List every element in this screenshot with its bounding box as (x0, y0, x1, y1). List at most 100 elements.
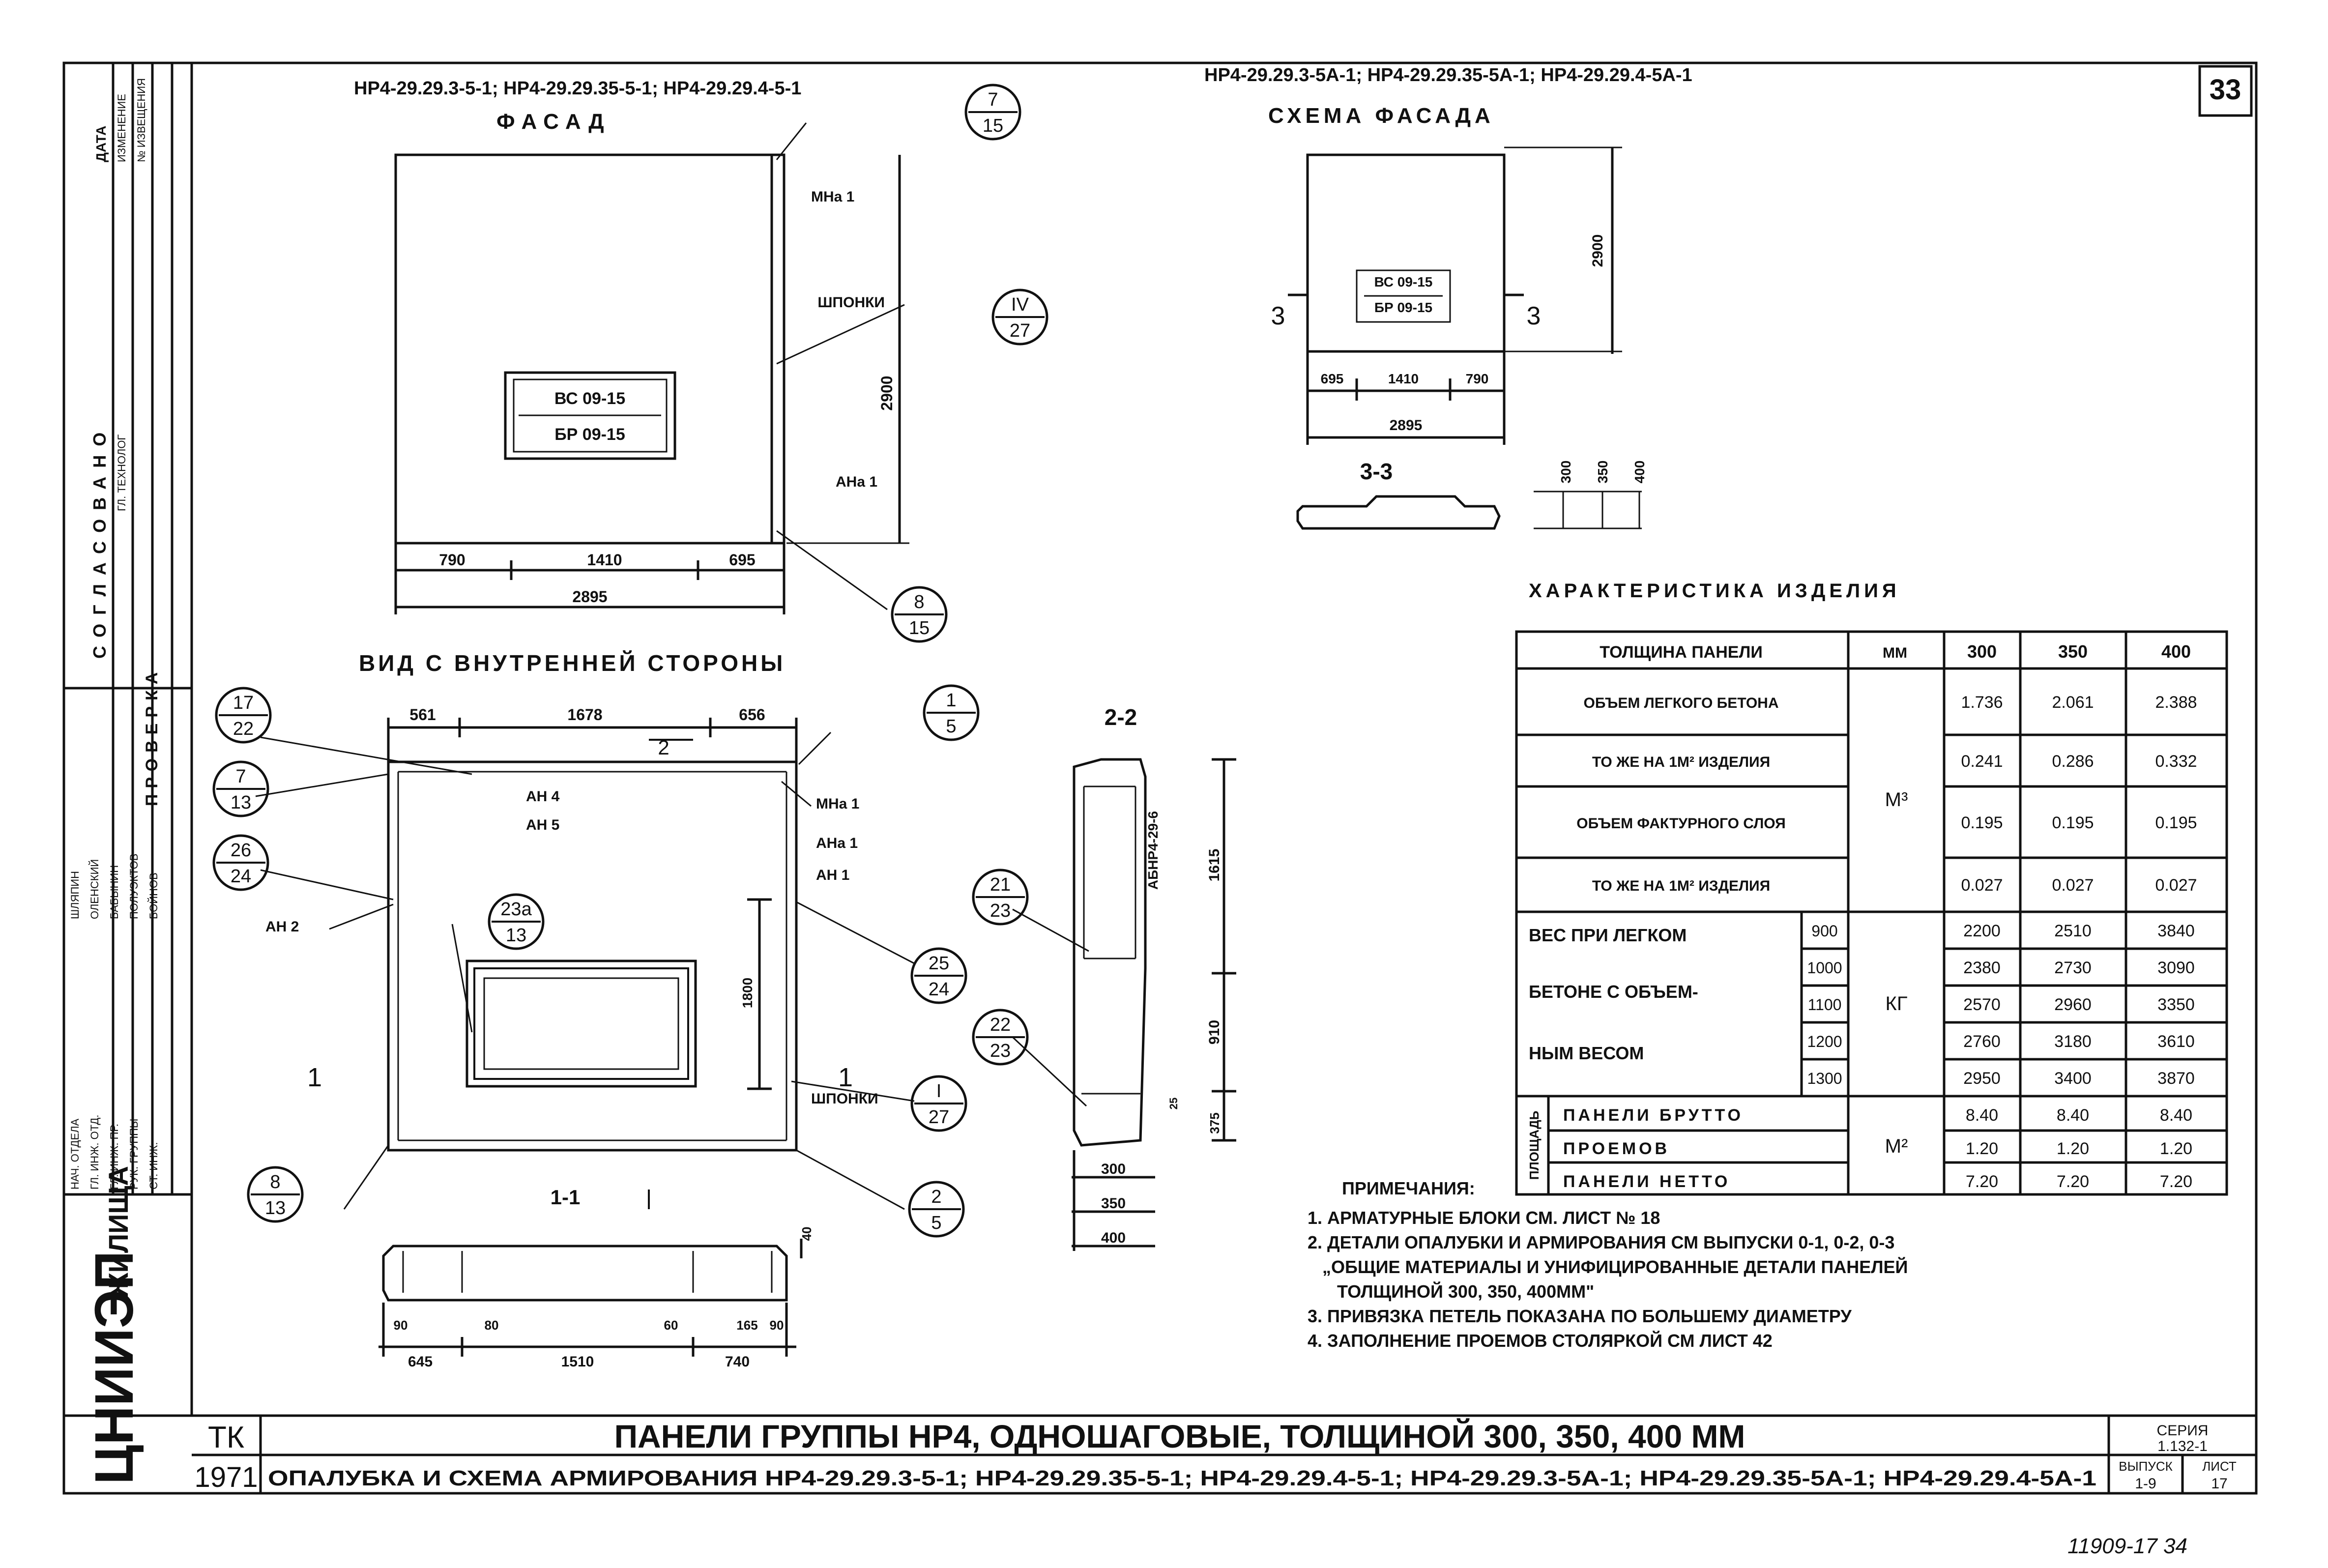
svg-text:24: 24 (929, 979, 949, 1000)
table-row-facing-400: 0.195 (2155, 813, 2197, 832)
section22-dim-1: 1615 (1206, 849, 1222, 882)
inner-dim-2: 1678 (567, 706, 602, 724)
table-volume-unit: М³ (1885, 789, 1908, 811)
section11-dim-7: 165 (736, 1318, 757, 1333)
table-weight-1200-300: 2760 (1963, 1032, 2001, 1051)
table-row-volume-m2-label: ТО ЖЕ НА 1М² ИЗДЕЛИЯ (1592, 754, 1770, 770)
sheet-value: 17 (2211, 1476, 2227, 1492)
section22-dim-2: 910 (1206, 1020, 1222, 1045)
note-2: 2. ДЕТАЛИ ОПАЛУБКИ И АРМИРОВАНИЯ СМ ВЫПУ… (1308, 1232, 1894, 1252)
tk-label: ТК (208, 1421, 244, 1454)
section11-dim-1: 645 (408, 1354, 433, 1370)
section11-dim-6: 60 (664, 1318, 678, 1333)
institute-logo: ЦНИИЭП ЖИЛИЩА (84, 1166, 145, 1484)
facade-drawing (394, 122, 909, 614)
table-weight-1200-400: 3610 (2157, 1032, 2195, 1051)
note-1: 1. АРМАТУРНЫЕ БЛОКИ СМ. ЛИСТ № 18 (1308, 1208, 1660, 1228)
svg-text:21: 21 (990, 874, 1011, 895)
section11-dim-5: 80 (485, 1318, 499, 1333)
stamp-agreed: СОГЛАСОВАНО (89, 424, 110, 659)
page-number: 33 (2210, 74, 2241, 106)
table-area-net-300: 7.20 (1966, 1172, 1998, 1191)
schema-dim-1: 695 (1321, 371, 1344, 386)
table-row-facing-350: 0.195 (2052, 813, 2094, 832)
svg-text:22: 22 (233, 719, 254, 739)
inner-label-an1: АН 1 (816, 867, 849, 883)
table-head-mm: ММ (1883, 645, 1907, 661)
table-weight-density-1000: 1000 (1807, 959, 1842, 977)
svg-text:24: 24 (231, 866, 251, 887)
facade-header: НР4-29.29.3-5-1; НР4-29.29.35-5-1; НР4-2… (354, 78, 801, 99)
svg-text:7: 7 (988, 89, 998, 110)
table-head-300: 300 (1967, 641, 1997, 662)
inner-label-ana1: АНа 1 (816, 835, 858, 851)
svg-text:13: 13 (231, 792, 251, 813)
schema-title: СХЕМА ФАСАДА (1268, 104, 1494, 128)
svg-text:5: 5 (946, 716, 956, 737)
table-row-volume-m2-300: 0.241 (1961, 752, 2003, 771)
table-head-400: 400 (2161, 641, 2191, 662)
stamp-name-4: ПОЛУЭКТОВ (128, 854, 140, 919)
series-label: СЕРИЯ (2157, 1423, 2209, 1439)
table-weight-1200-350: 3180 (2054, 1032, 2092, 1051)
inner-label-an4: АН 4 (526, 788, 560, 805)
note-4: 4. ЗАПОЛНЕНИЕ ПРОЕМОВ СТОЛЯРКОЙ СМ ЛИСТ … (1308, 1330, 1773, 1351)
table-weight-900-350: 2510 (2054, 922, 2092, 940)
svg-text:2: 2 (931, 1187, 941, 1207)
stamp-role-2: ГЛ. ИНЖ. ОТД. (88, 1115, 101, 1190)
svg-text:27: 27 (1010, 320, 1030, 341)
series-value: 1.132-1 (2157, 1438, 2208, 1454)
inner-drawing (255, 718, 915, 1210)
section11-dim-4: 90 (394, 1318, 408, 1333)
inner-callout-8-13: 8 13 (247, 1166, 304, 1223)
table-weight-1000-300: 2380 (1963, 958, 2001, 977)
stamp-name-3: БАБЫНИН (108, 865, 120, 919)
table-head-350: 350 (2058, 641, 2088, 662)
facade-label-mna1: МНа 1 (811, 189, 854, 205)
facade-window-mark-1: ВС 09-15 (554, 389, 625, 408)
table-area-gross-350: 8.40 (2057, 1106, 2089, 1125)
facade-dim-2: 1410 (587, 551, 622, 569)
section11-title: 1-1 (551, 1186, 581, 1209)
sheet-label: ЛИСТ (2202, 1459, 2237, 1474)
sheet-title: ПАНЕЛИ ГРУППЫ НР4, ОДНОШАГОВЫЕ, ТОЛЩИНОЙ… (614, 1418, 1746, 1454)
table-weight-unit: КГ (1886, 993, 1908, 1015)
inner-callout-7-13: 7 13 (212, 760, 269, 817)
section22-dim-7: 400 (1101, 1230, 1126, 1246)
stamp-change-no: № ИЗВЕЩЕНИЯ (135, 78, 147, 162)
svg-text:27: 27 (929, 1107, 949, 1128)
svg-text:13: 13 (506, 925, 526, 946)
handwritten-number: 11909-17 34 (2067, 1534, 2187, 1558)
table-weight-label-2: БЕТОНЕ С ОБЪЕМ- (1529, 982, 1698, 1002)
inner-mark-1-right: 1 (838, 1063, 853, 1092)
schema-thickness-400: 400 (1632, 461, 1647, 484)
issue-value: 1-9 (2135, 1476, 2156, 1492)
facade-dim-height: 2900 (878, 376, 896, 410)
section22-dim-6: 350 (1101, 1195, 1126, 1212)
svg-text:ЖИЛИЩА: ЖИЛИЩА (103, 1166, 134, 1298)
facade-callout-7-15: 7 15 (964, 84, 1021, 141)
schema-dim-height: 2900 (1590, 234, 1606, 267)
table-weight-1100-300: 2570 (1963, 995, 2001, 1014)
table-row-facing-m2-300: 0.027 (1961, 876, 2003, 895)
svg-text:23: 23 (990, 900, 1011, 921)
section11-drawing (378, 1239, 803, 1357)
table-weight-density-1200: 1200 (1807, 1033, 1842, 1050)
table-area-gross-400: 8.40 (2160, 1106, 2192, 1125)
facade-label-ana1: АНа 1 (836, 474, 877, 490)
inner-label-shponki: ШПОНКИ (811, 1091, 878, 1107)
section22-dim-4: 25 (1167, 1098, 1180, 1109)
svg-text:26: 26 (231, 840, 251, 861)
table-weight-1300-400: 3870 (2157, 1069, 2195, 1088)
inner-callout-23a-13: 23а 13 (488, 893, 545, 950)
table-weight-label-3: НЫМ ВЕСОМ (1529, 1043, 1644, 1063)
table-area-net-350: 7.20 (2057, 1172, 2089, 1191)
sheet-frame (62, 61, 2258, 1495)
characteristics-table (1515, 630, 2228, 1196)
inner-mark-2: 2 (658, 736, 669, 759)
table-title: ХАРАКТЕРИСТИКА ИЗДЕЛИЯ (1529, 580, 1900, 602)
inner-callout-1-5: 1 5 (923, 684, 980, 741)
inner-label-an2: АН 2 (265, 919, 299, 935)
table-row-facing-m2-label: ТО ЖЕ НА 1М² ИЗДЕЛИЯ (1592, 878, 1770, 894)
